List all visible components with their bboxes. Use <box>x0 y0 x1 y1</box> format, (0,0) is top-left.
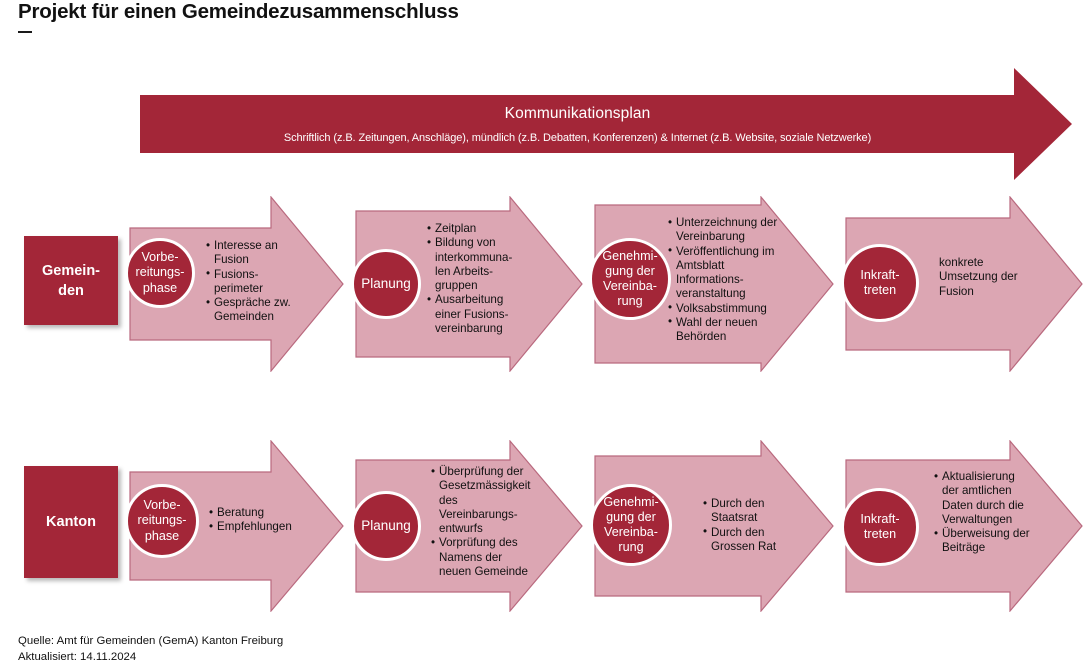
stage-kanton-planung[interactable]: Planung Überprüfung der Gesetzmässigkeit… <box>351 440 583 612</box>
stage-gemeinden-vorbereitungsphase[interactable]: Vorbe- reitungs- phase Interesse an Fusi… <box>125 196 344 372</box>
row-label-kanton-text: Kanton <box>46 514 96 530</box>
stage-bullet-list: Durch den Staatsrat Durch den Grossen Ra… <box>703 497 792 555</box>
stage-circle-label: Genehmi- gung der Vereinba- rung <box>602 248 658 309</box>
banner-arrow-shape <box>140 68 1072 180</box>
stage-circle-genehmigung[interactable]: Genehmi- gung der Vereinba- rung <box>589 238 671 320</box>
stage-circle-vorbereitungsphase[interactable]: Vorbe- reitungs- phase <box>125 238 195 308</box>
stage-circle-vorbereitungsphase[interactable]: Vorbe- reitungs- phase <box>125 484 199 558</box>
list-item: Überweisung der Beiträge <box>934 527 1031 556</box>
list-item: konkrete Umsetzung der Fusion <box>939 256 1018 298</box>
list-item: Informations-veranstaltung <box>676 273 746 301</box>
page-title: Projekt für einen Gemeindezusammenschlus… <box>18 0 459 23</box>
list-item: Empfehlungen <box>209 520 308 535</box>
process-row-gemeinden: Gemein-den Vorbe- reitungs- phase Intere… <box>0 196 1086 372</box>
list-item: Beratung <box>209 505 308 520</box>
stage-circle-inkrafttreten[interactable]: Inkraft- treten <box>841 488 919 566</box>
stage-circle-genehmigung[interactable]: Genehmi- gung der Vereinba- rung <box>590 484 672 566</box>
stage-bullet-list: Unterzeichnung der Vereinbarung Veröffen… <box>668 216 779 345</box>
stage-circle-label: Planung <box>361 517 411 533</box>
list-item: Aktualisierung der amtlichen Daten durch… <box>934 470 1031 527</box>
communication-plan-banner: Kommunikationsplan Schriftlich (z.B. Zei… <box>140 68 1072 180</box>
stage-circle-planung[interactable]: Planung <box>351 249 421 319</box>
stage-kanton-genehmigung[interactable]: Genehmi- gung der Vereinba- rung Durch d… <box>590 440 834 612</box>
stage-gemeinden-inkrafttreten[interactable]: Inkraft- treten konkrete Umsetzung der F… <box>841 196 1083 372</box>
stage-circle-label: Vorbe- reitungs- phase <box>137 498 187 543</box>
footer-source: Quelle: Amt für Gemeinden (GemA) Kanton … <box>18 635 284 647</box>
stage-circle-label: Inkraft- treten <box>860 511 900 541</box>
list-item: Zeitplan <box>427 221 520 236</box>
footer-source-block: Quelle: Amt für Gemeinden (GemA) Kanton … <box>18 633 283 665</box>
stage-circle-planung[interactable]: Planung <box>351 491 421 561</box>
stage-circle-label: Planung <box>361 275 411 291</box>
process-row-kanton: Kanton Vorbe- reitungs- phase Beratung E… <box>0 440 1086 612</box>
stage-kanton-inkrafttreten[interactable]: Inkraft- treten Aktualisierung der amtli… <box>841 440 1083 612</box>
chevron-arrow-shape <box>845 196 1083 372</box>
list-item: Durch den Grossen Rat <box>703 525 792 555</box>
list-item: Fusions- perimeter <box>206 267 299 297</box>
stage-bullet-list: Zeitplan Bildung von interkommuna-len Ar… <box>427 221 520 336</box>
title-underline-rule <box>18 31 32 33</box>
stage-bullet-list: Interesse an Fusion Fusions- perimeter G… <box>206 239 299 325</box>
stage-bullet-list: konkrete Umsetzung der Fusion <box>932 256 1032 299</box>
stage-circle-label: Genehmi- gung der Vereinba- rung <box>603 494 659 555</box>
list-item: Gespräche zw. Gemeinden <box>206 296 299 325</box>
stage-kanton-vorbereitungsphase[interactable]: Vorbe- reitungs- phase Beratung Empfehlu… <box>125 440 344 612</box>
stage-bullet-list: Beratung Empfehlungen <box>209 505 308 535</box>
stage-gemeinden-planung[interactable]: Planung Zeitplan Bildung von interkommun… <box>351 196 583 372</box>
list-item: Veröffentlichung im Amtsblatt <box>668 244 779 274</box>
stage-bullet-list: Überprüfung der Gesetzmässigkeit des Ver… <box>431 464 532 579</box>
list-item: Unterzeichnung der Vereinbarung <box>668 216 779 245</box>
stage-bullet-list: Aktualisierung der amtlichen Daten durch… <box>934 470 1031 556</box>
stage-circle-inkrafttreten[interactable]: Inkraft- treten <box>841 244 919 322</box>
list-item: Interesse an Fusion <box>206 239 299 268</box>
list-item: Durch den Staatsrat <box>703 497 792 526</box>
list-item: Überprüfung der Gesetzmässigkeit des Ver… <box>431 464 532 536</box>
stage-gemeinden-genehmigung[interactable]: Genehmi- gung der Vereinba- rung Unterze… <box>589 196 834 372</box>
list-item: Ausarbeitung einer Fusions-vereinbarung <box>427 293 520 336</box>
list-item: Volksabstimmung <box>668 301 779 316</box>
row-label-kanton: Kanton <box>24 466 118 578</box>
list-item: Bildung von interkommuna-len Arbeits-gru… <box>427 236 520 293</box>
stage-circle-label: Inkraft- treten <box>860 267 900 297</box>
list-item: Wahl der neuen Behörden <box>668 315 779 345</box>
row-label-gemeinden: Gemein-den <box>24 236 118 325</box>
footer-updated: Aktualisiert: 14.11.2024 <box>18 651 137 664</box>
row-label-gemeinden-text: Gemein-den <box>41 262 100 299</box>
list-item: Vorprüfung des Namens der neuen Gemeinde <box>431 536 532 579</box>
stage-circle-label: Vorbe- reitungs- phase <box>135 250 185 295</box>
